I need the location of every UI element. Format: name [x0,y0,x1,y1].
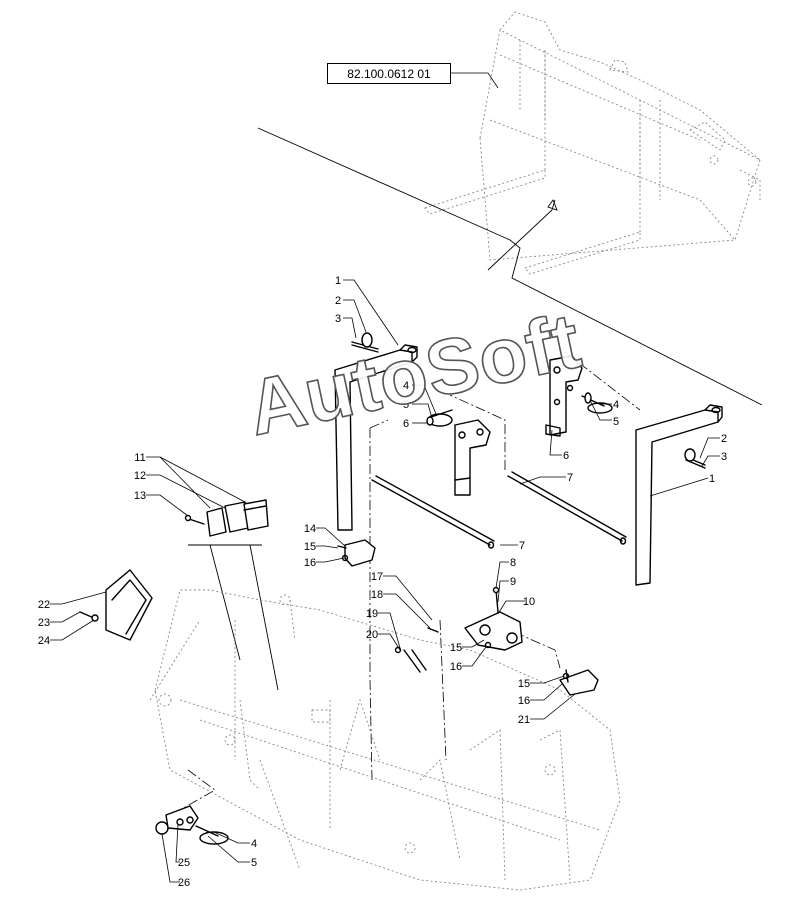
callout-c3a: 3 [335,313,341,325]
callout-c24: 24 [38,635,50,647]
callout-c23: 23 [38,617,50,629]
callouts: 1234564567231111213141516789101718192015… [38,275,727,889]
callout-c4a: 4 [403,380,409,392]
callout-c19: 19 [366,608,378,620]
reference-code-box: 82.100.0612 01 [327,63,451,84]
callout-c13: 13 [134,490,146,502]
callout-c11: 11 [134,452,145,464]
callout-c16b: 16 [450,661,462,673]
callout-c4b: 4 [613,399,619,411]
callout-c16a: 16 [304,557,316,569]
callout-c17: 17 [371,571,383,583]
callout-c15b: 15 [450,642,462,654]
callout-c15c: 15 [518,678,530,690]
reference-bucket-ghost [424,11,761,275]
callout-c1b: 1 [709,473,715,485]
callout-c7b: 7 [519,540,525,552]
callout-c15a: 15 [304,541,316,553]
right-bracket [545,355,583,437]
block-10 [464,586,523,651]
callout-c6a: 6 [403,418,409,430]
callout-c18: 18 [371,589,383,601]
callout-c2b: 2 [721,433,727,445]
callout-c20: 20 [366,629,378,641]
callout-c5c: 5 [251,857,257,869]
right-pin-nut [684,448,706,469]
callout-c1a: 1 [335,275,341,287]
callout-c22: 22 [38,599,50,611]
callout-c9: 9 [510,576,516,588]
callout-c12: 12 [134,470,146,482]
shafts [371,471,627,549]
callout-c8: 8 [510,557,516,569]
callout-c26: 26 [178,877,190,889]
lower-bucket-ghost [149,589,621,891]
left-pin-nut [351,332,379,353]
callout-c16c: 16 [518,695,530,707]
leader-lines [50,279,720,883]
callout-c4c: 4 [251,838,257,850]
side-plate [79,569,153,641]
block-21 [559,669,599,696]
right-fork [635,404,723,586]
block-14 [337,539,376,567]
left-bracket [454,419,491,496]
right-clip [581,392,613,414]
callout-c14: 14 [304,523,316,535]
callout-c2a: 2 [335,295,341,307]
section-line [257,127,763,406]
callout-c5a: 5 [403,399,409,411]
callout-c3b: 3 [721,451,727,463]
left-fork [334,344,418,531]
callout-c25: 25 [178,857,190,869]
wear-pads [184,499,269,546]
callout-c7a: 7 [567,472,573,484]
callout-c6b: 6 [563,450,569,462]
callout-c5b: 5 [613,416,619,428]
bottom-clip-set [155,805,229,845]
callout-c10: 10 [523,596,535,608]
callout-c21: 21 [518,714,530,726]
